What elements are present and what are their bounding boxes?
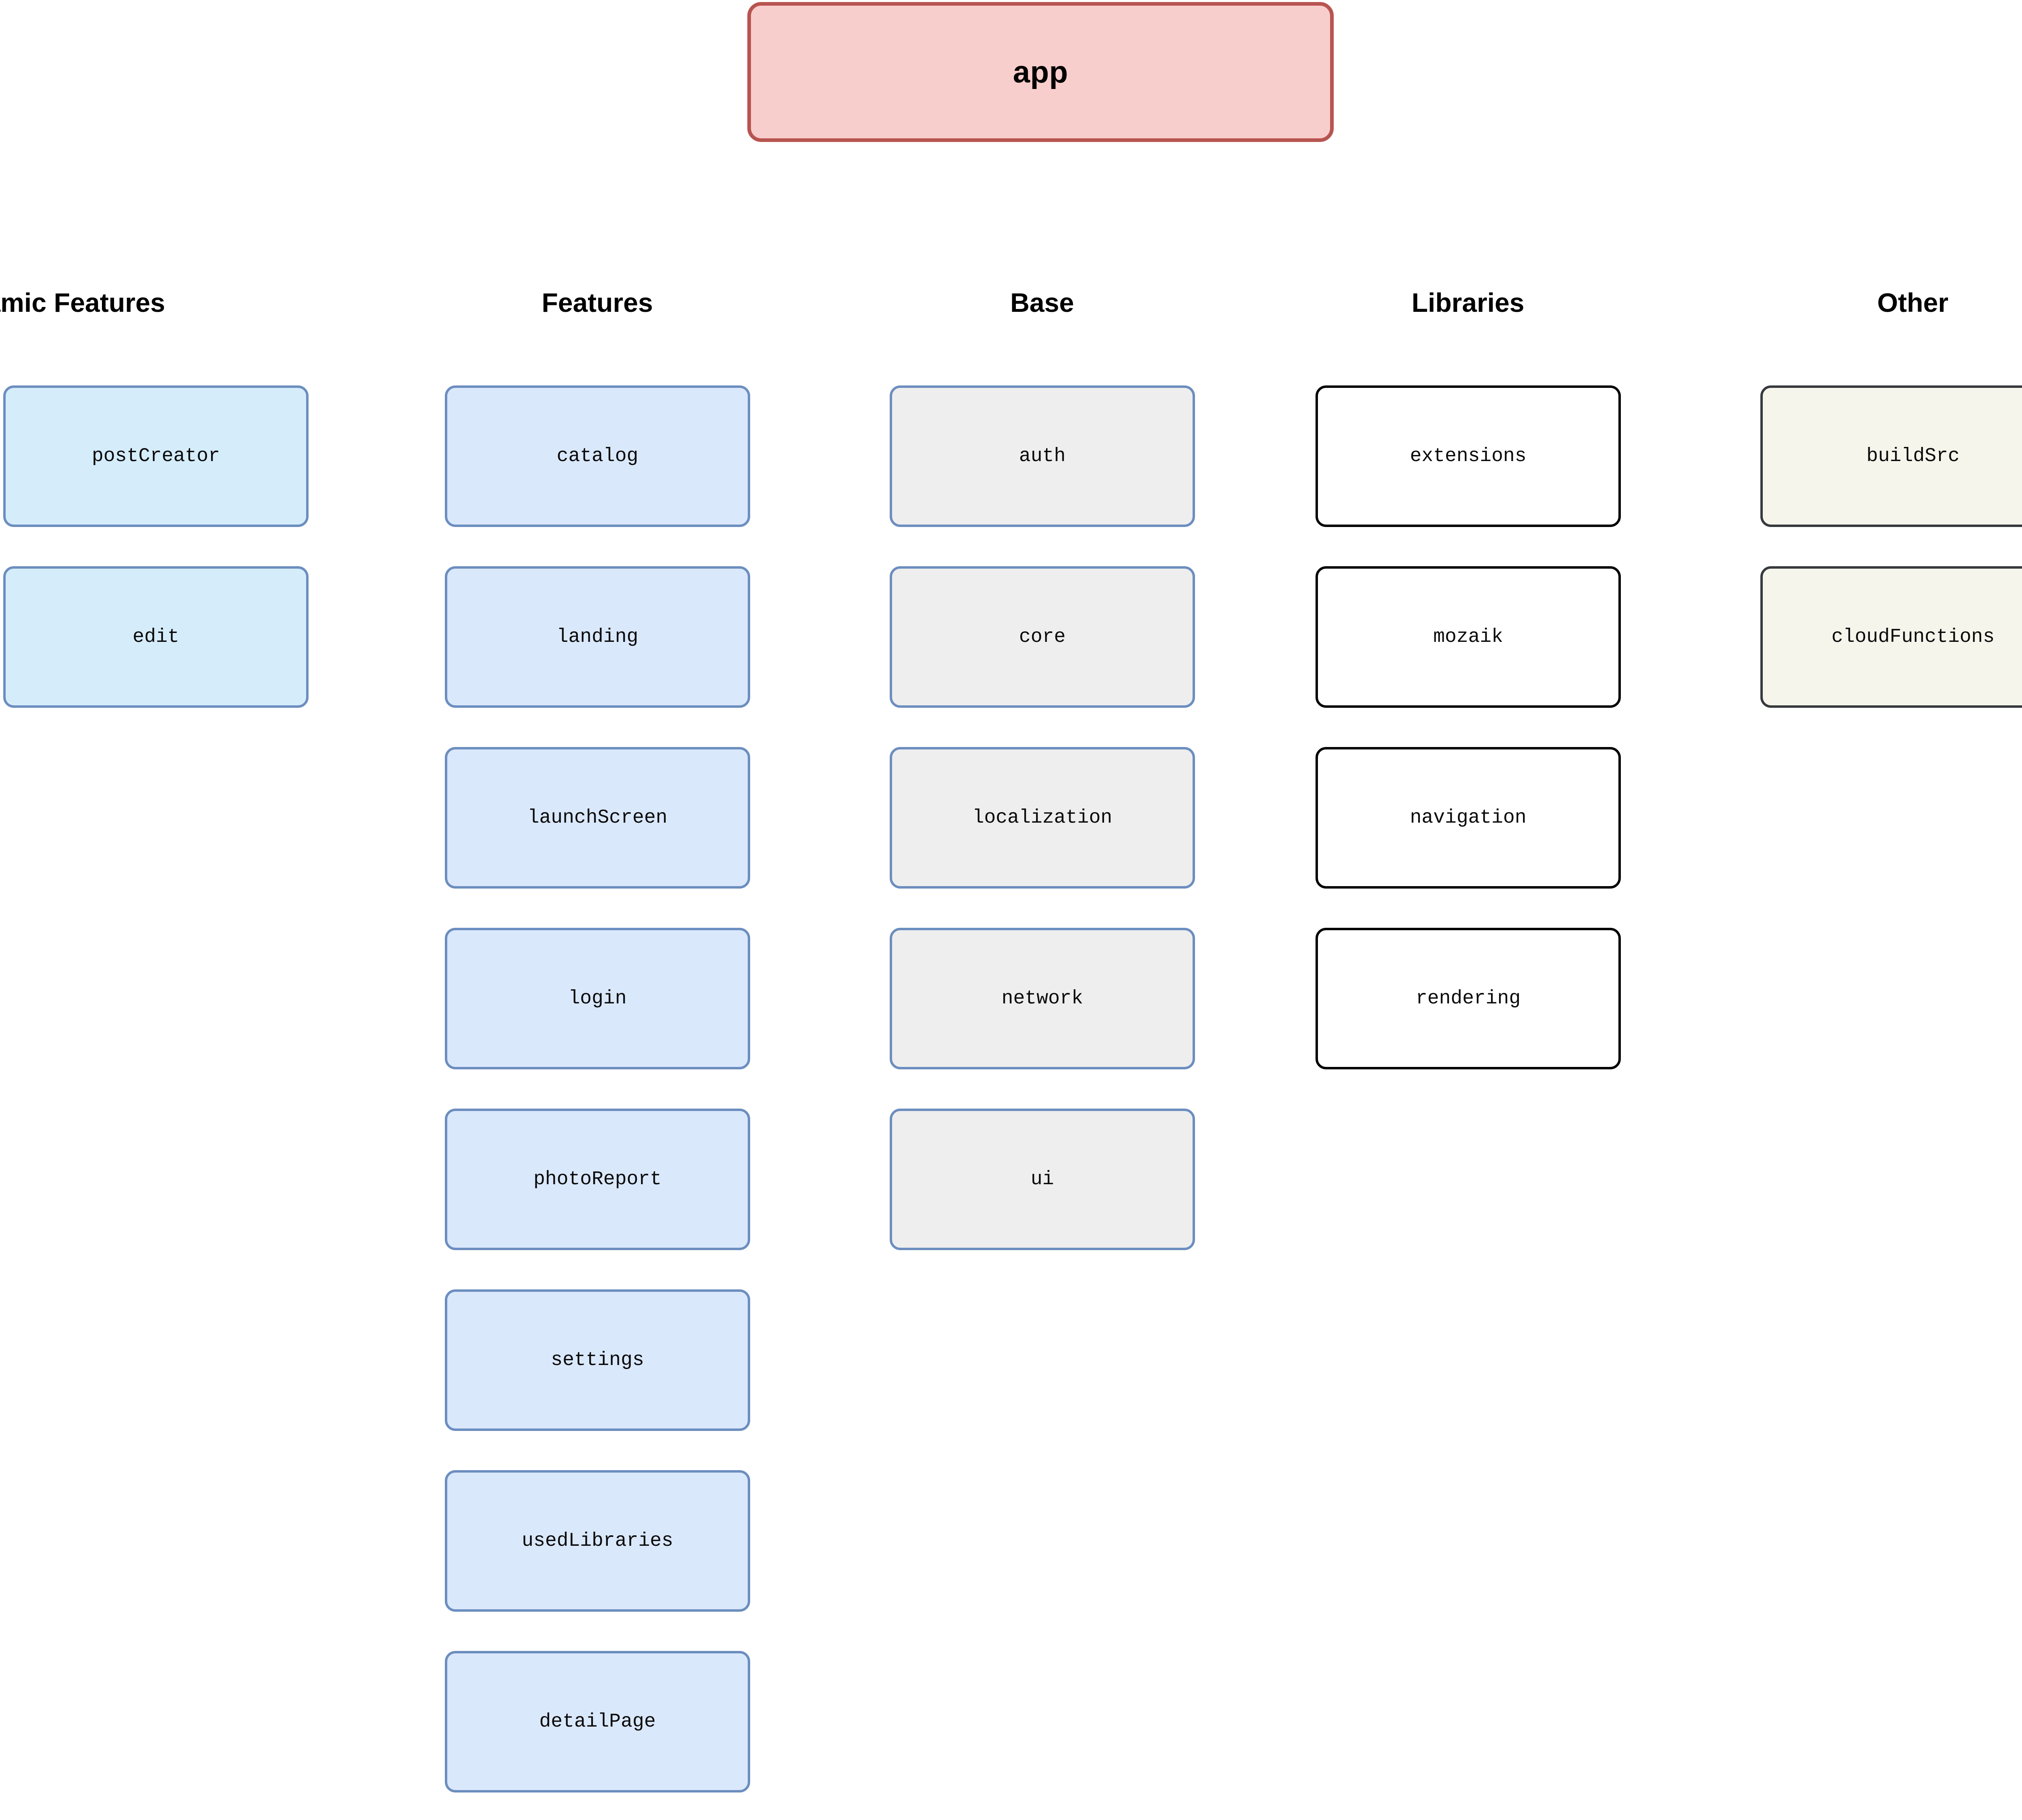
module-node-ui[interactable]: ui (890, 1109, 1195, 1250)
module-node-label: settings (551, 1349, 644, 1371)
module-node-label: navigation (1410, 807, 1527, 829)
column-header-features: Features (541, 288, 653, 317)
module-node-mozaik[interactable]: mozaik (1316, 566, 1621, 708)
module-node-label: photoReport (533, 1168, 662, 1190)
module-node-extensions[interactable]: extensions (1316, 385, 1621, 527)
module-node-label: edit (132, 626, 180, 648)
module-node-label: extensions (1410, 445, 1527, 467)
module-node-settings[interactable]: settings (445, 1289, 750, 1431)
module-node-photoreport[interactable]: photoReport (445, 1109, 750, 1250)
module-node-app[interactable]: app (747, 2, 1334, 142)
module-node-label: catalog (556, 445, 639, 467)
module-node-label: mozaik (1433, 626, 1503, 648)
module-node-buildsrc[interactable]: buildSrc (1760, 385, 2022, 527)
module-node-edit[interactable]: edit (3, 566, 309, 708)
module-node-network[interactable]: network (890, 928, 1195, 1069)
module-node-navigation[interactable]: navigation (1316, 747, 1621, 889)
module-node-cloudfunctions[interactable]: cloudFunctions (1760, 566, 2022, 708)
module-node-label: localization (972, 807, 1113, 829)
module-node-label: buildSrc (1866, 445, 1960, 467)
module-node-usedlibraries[interactable]: usedLibraries (445, 1470, 750, 1612)
module-node-launchscreen[interactable]: launchScreen (445, 747, 750, 889)
module-node-auth[interactable]: auth (890, 385, 1195, 527)
module-node-core[interactable]: core (890, 566, 1195, 708)
column-header-dynamic-features: Dynamic Features (0, 288, 165, 317)
column-header-libraries: Libraries (1411, 288, 1525, 317)
module-node-catalog[interactable]: catalog (445, 385, 750, 527)
module-node-label: detailPage (539, 1711, 656, 1733)
module-node-label: rendering (1415, 988, 1521, 1009)
module-node-landing[interactable]: landing (445, 566, 750, 708)
module-node-label: ui (1030, 1168, 1054, 1190)
module-node-detailpage[interactable]: detailPage (445, 1651, 750, 1792)
module-node-label: launchScreen (527, 807, 668, 829)
column-header-other: Other (1877, 288, 1949, 317)
module-node-label: core (1019, 626, 1066, 648)
module-node-label: landing (556, 626, 639, 648)
module-node-label: login (568, 988, 627, 1009)
module-node-login[interactable]: login (445, 928, 750, 1069)
module-node-label: postCreator (92, 445, 220, 467)
module-node-label: auth (1019, 445, 1066, 467)
module-node-label: network (1001, 988, 1083, 1009)
module-node-label: app (1013, 55, 1068, 89)
module-node-label: usedLibraries (522, 1530, 673, 1552)
column-header-base: Base (1010, 288, 1074, 317)
module-node-postcreator[interactable]: postCreator (3, 385, 309, 527)
module-node-localization[interactable]: localization (890, 747, 1195, 889)
module-node-rendering[interactable]: rendering (1316, 928, 1621, 1069)
module-node-label: cloudFunctions (1831, 626, 1995, 648)
